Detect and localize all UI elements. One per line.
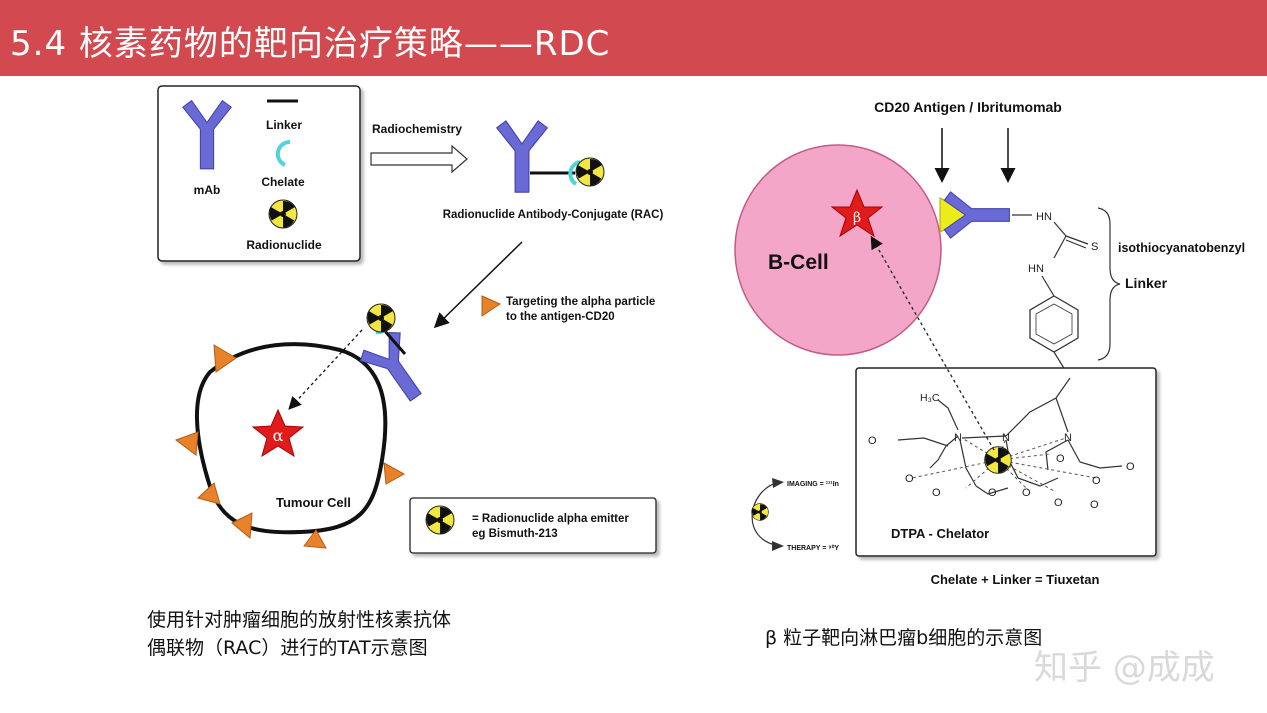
legend-mab-label: mAb [194,183,221,197]
targeting-label-line1: Targeting the alpha particle [506,296,655,308]
targeting-label-line2: to the antigen-CD20 [506,311,615,323]
rac-label: Radionuclide Antibody-Conjugate (RAC) [443,209,664,221]
linker-name-label: isothiocyanatobenzyl [1118,241,1245,255]
bound-radionuclide-icon [363,303,396,336]
header-bar: 5.4 核素药物的靶向治疗策略——RDC [0,0,1267,76]
imaging-label: IMAGING = ¹¹¹In [787,481,839,488]
tiuxetan-label: Chelate + Linker = Tiuxetan [931,572,1100,587]
emitter-label-line1: = Radionuclide alpha emitter [472,513,629,525]
left-caption: 使用针对肿瘤细胞的放射性核素抗体 偶联物（RAC）进行的TAT示意图 [147,606,451,662]
dtpa-chelator-label: DTPA - Chelator [891,526,989,541]
beta-emission-arrow [870,235,995,451]
watermark: 知乎 @成成 [1034,648,1215,688]
linker-label: Linker [1125,275,1168,291]
chem-h3c: H₃C [920,392,940,404]
chem-n2: N [1002,432,1010,444]
b-cell [734,144,942,356]
chelate-icon [275,139,291,167]
benzene-inner-ring [1035,303,1073,345]
chem-bond [1041,275,1055,297]
legend-linker-label: Linker [266,118,302,132]
chem-hn2: HN [1028,263,1044,275]
radiochemistry-label: Radiochemistry [372,122,462,136]
chem-n3: N [1064,432,1072,444]
right-caption: β 粒子靶向淋巴瘤b细胞的示意图 [765,627,1043,649]
linker-brace [1097,207,1121,361]
chem-bond [1053,235,1067,259]
imaging-arrowhead [772,478,784,488]
targeting-arrow [433,241,523,329]
tumour-cell [194,342,388,535]
chem-o: O [1090,499,1099,511]
chem-n1: N [954,432,962,444]
page-title: 5.4 核素药物的靶向治疗策略——RDC [10,24,611,64]
chem-bond [1053,221,1067,237]
therapy-label: THERAPY = ⁹⁰Y [787,544,839,552]
rac-chelate [568,160,581,186]
b-cell-label: B-Cell [768,251,829,274]
chem-o: O [1126,461,1135,473]
antigen-triangle-icon [481,295,502,317]
chem-o: O [1056,453,1065,465]
bound-linker [382,329,407,355]
legend-chelate-label: Chelate [261,175,305,189]
alpha-star-icon [251,408,305,458]
chem-o: O [868,435,877,447]
chem-bond [1065,239,1087,249]
beta-star-icon [830,188,884,238]
left-caption-line1: 使用针对肿瘤细胞的放射性核素抗体 [147,609,452,631]
legend-radionuclide-label: Radionuclide [246,238,322,252]
tumour-cell-label: Tumour Cell [276,495,351,510]
chem-o: O [932,487,941,499]
chem-bond [1065,235,1089,245]
emitter-legend-box [409,497,657,554]
left-caption-line2: 偶联物（RAC）进行的TAT示意图 [147,637,428,659]
chem-hn1: HN [1036,211,1052,223]
radiochemistry-arrow [370,144,468,174]
beta-symbol: β [853,210,861,226]
chem-o: O [905,473,914,485]
antigen-triangles [174,344,406,549]
emitter-label-line2: eg Bismuth-213 [472,528,558,540]
rac-antibody-icon [496,120,548,193]
chem-o: O [1054,497,1063,509]
therapy-arrowhead [772,541,784,551]
chem-o: O [988,487,997,499]
alpha-symbol: α [273,426,284,445]
chem-o: O [1022,487,1031,499]
chem-o: O [1092,475,1101,487]
antigen-label: CD20 Antigen / Ibritumomab [874,99,1062,115]
chem-s: S [1091,241,1098,253]
